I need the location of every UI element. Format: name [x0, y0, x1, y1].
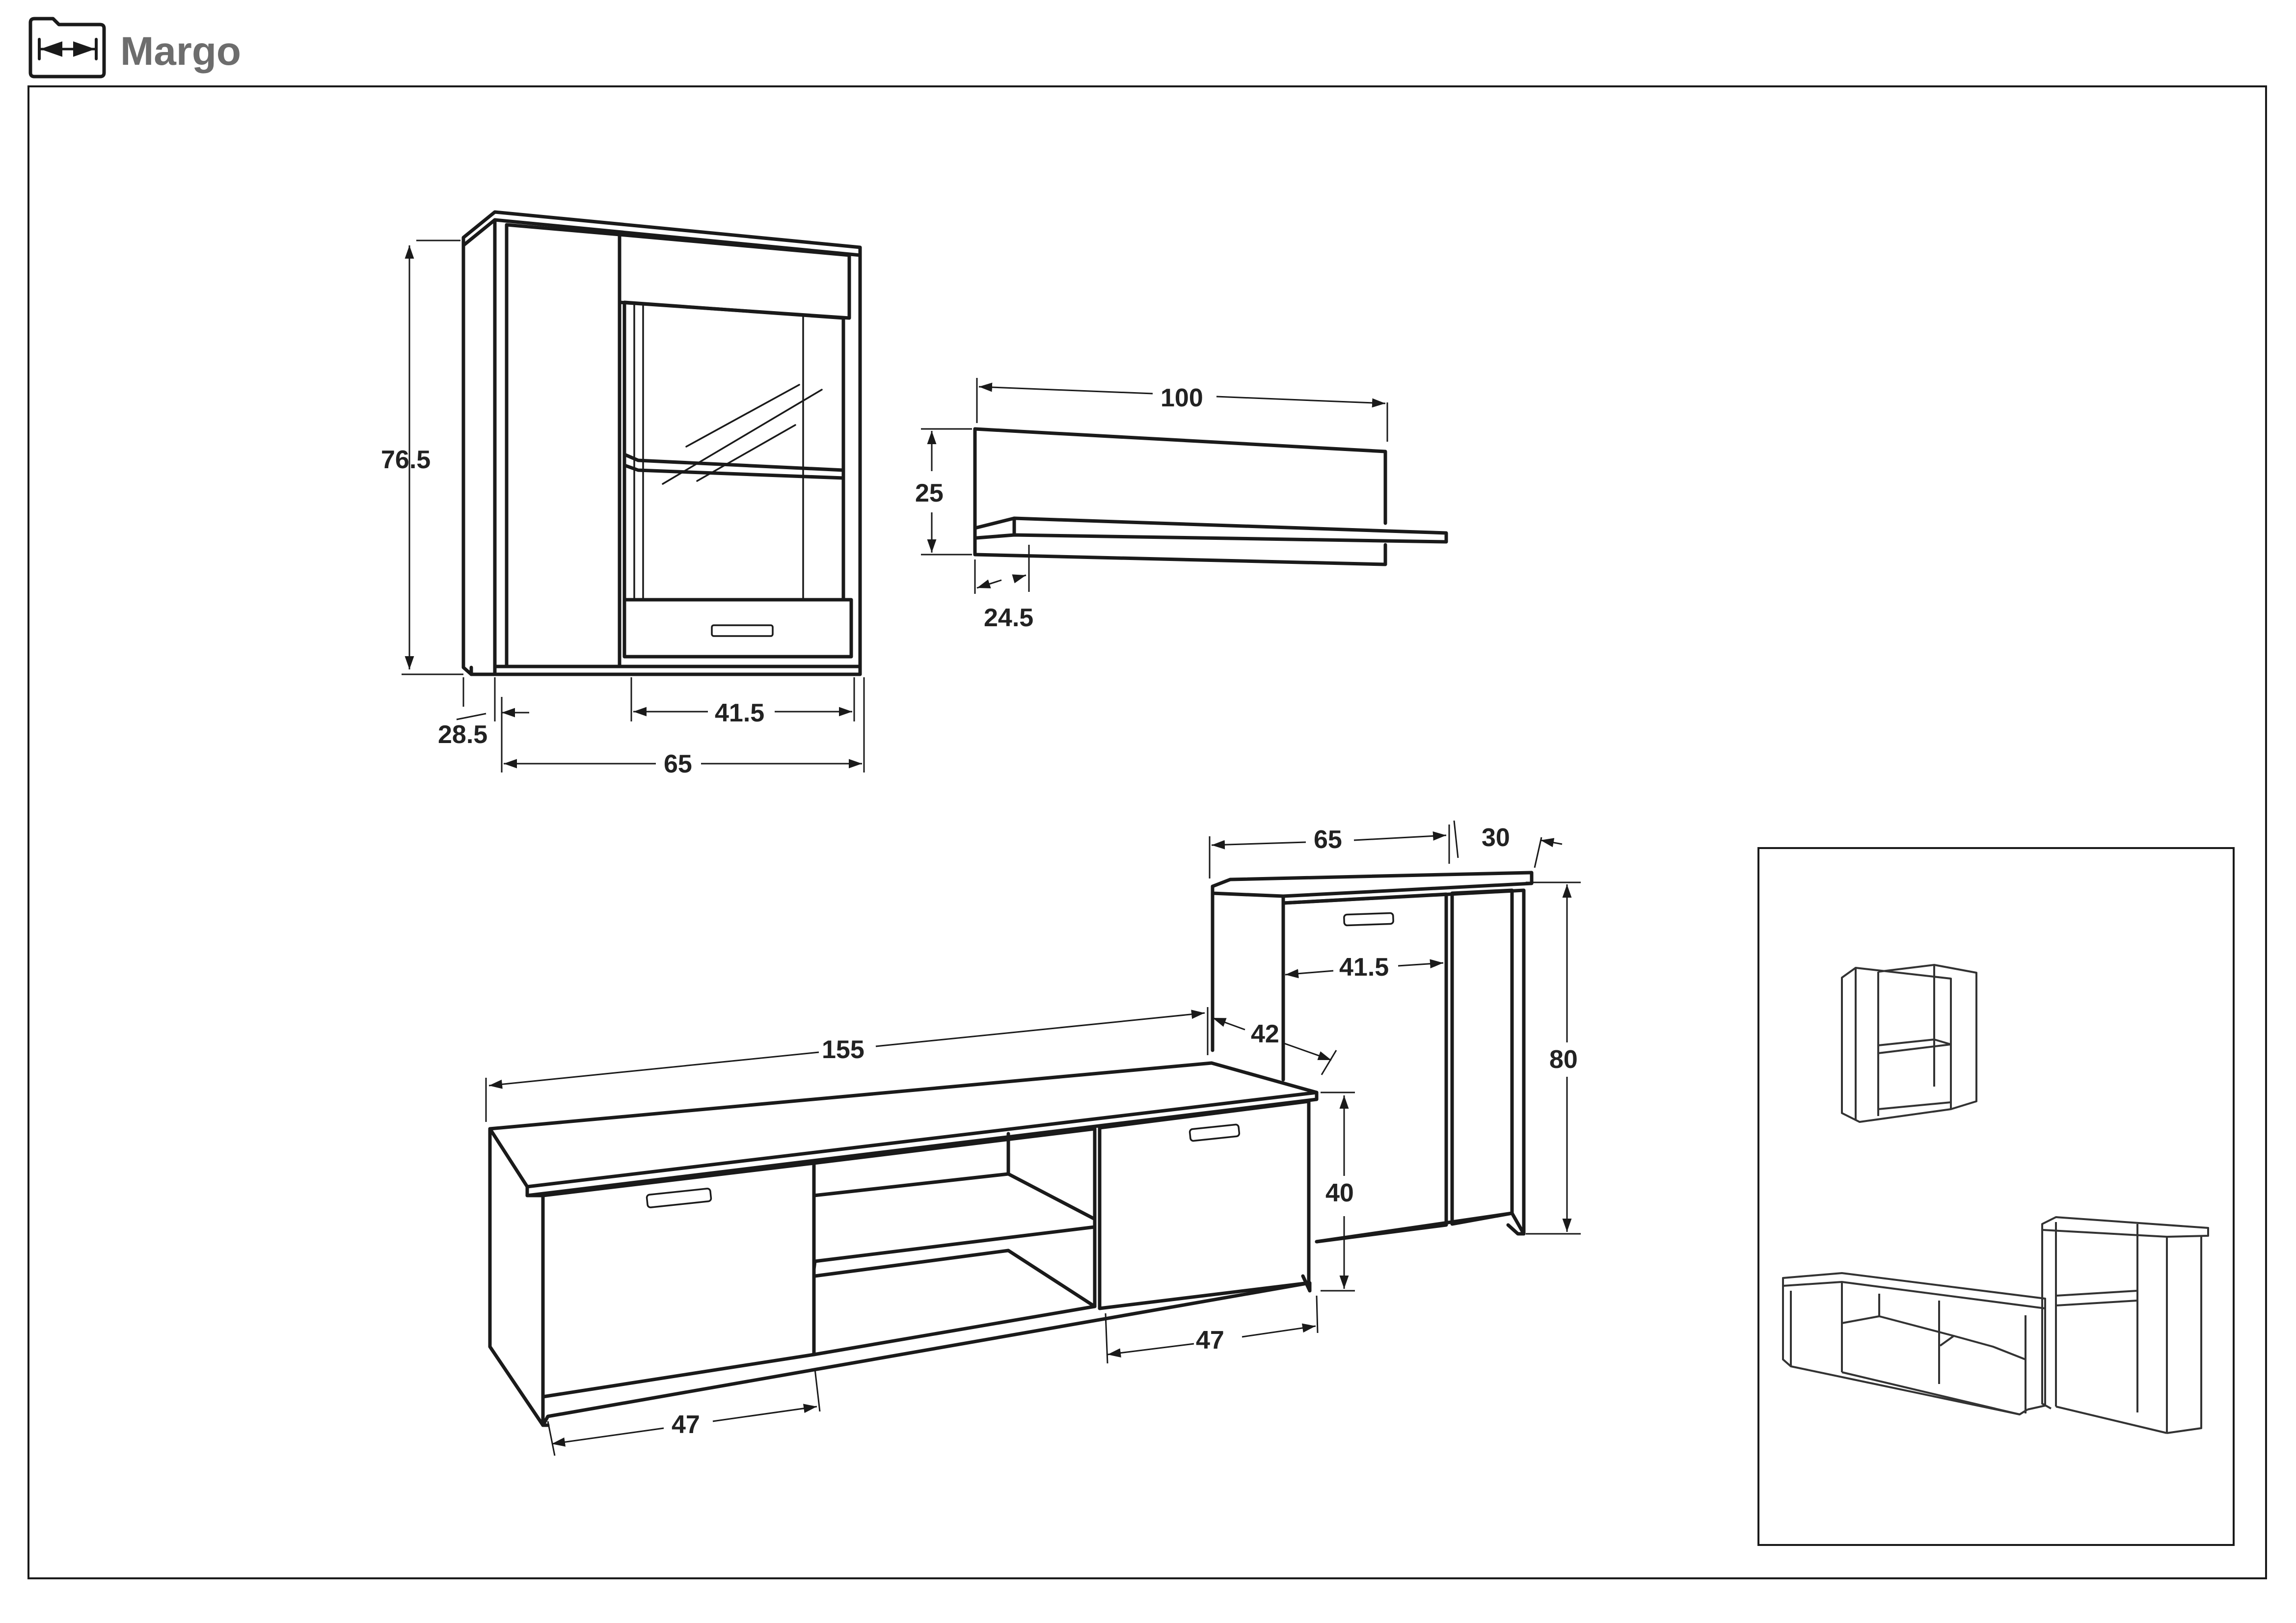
sideboard-height-label: 80 [1549, 1045, 1578, 1074]
tv-unit-width-dimension: 155 [485, 1007, 1209, 1122]
wall-shelf-width-dimension: 100 [976, 378, 1388, 442]
wall-shelf-height-dimension: 25 [915, 428, 972, 556]
tv-unit-right-door-dimension: 47 [1105, 1295, 1319, 1364]
wall-shelf-drawing [973, 427, 1448, 566]
page-title: Margo [120, 29, 241, 74]
wall-cabinet-inner-width-label: 41.5 [715, 699, 764, 727]
sideboard-width-dimension: 65 [1209, 825, 1450, 878]
wall-shelf-depth-label: 24.5 [984, 604, 1033, 632]
wall-shelf-height-label: 25 [915, 479, 944, 507]
preview-wall-cabinet [1841, 964, 1977, 1123]
sideboard-height-dimension: 80 [1526, 881, 1581, 1235]
tv-unit-height-dimension: 40 [1321, 1091, 1355, 1292]
wall-cabinet-inner-width-dimension: 41.5 [630, 677, 855, 727]
wall-cabinet-height-dimension: 76.5 [381, 239, 463, 675]
wall-cabinet-width-label: 65 [664, 750, 692, 778]
tv-unit-left-door-label: 47 [672, 1410, 700, 1439]
sideboard-width-label: 65 [1314, 825, 1342, 854]
tv-unit-depth-dimension: 42 [1212, 1017, 1337, 1075]
tv-unit-height-label: 40 [1325, 1179, 1354, 1207]
dimensions-icon [28, 17, 106, 79]
preview-frame [1757, 847, 2235, 1546]
preview-sideboard [2041, 1216, 2209, 1434]
wall-cabinet-depth-label: 28.5 [438, 720, 487, 749]
wall-shelf-width-label: 100 [1161, 384, 1203, 412]
tv-unit-width-label: 155 [822, 1036, 864, 1064]
tv-unit-drawing [488, 1061, 1319, 1427]
sideboard-depth-dimension: 30 [1453, 820, 1563, 868]
wall-cabinet-drawing [461, 210, 862, 676]
sideboard-drawing [1211, 871, 1534, 1244]
wall-cabinet-width-dimension: 65 [501, 677, 865, 778]
preview-tv-unit [1782, 1272, 2046, 1415]
sideboard-door-width-dimension: 41.5 [1285, 953, 1444, 982]
sideboard-door-width-label: 41.5 [1339, 953, 1389, 982]
sideboard-depth-label: 30 [1482, 824, 1510, 852]
wall-cabinet-depth-dimension: 28.5 [438, 677, 529, 749]
wall-shelf-depth-dimension: 24.5 [974, 545, 1033, 632]
tv-unit-depth-label: 42 [1251, 1020, 1279, 1048]
wall-cabinet-height-label: 76.5 [381, 446, 431, 474]
tv-unit-right-door-label: 47 [1196, 1326, 1224, 1355]
tv-unit-left-door-dimension: 47 [547, 1369, 821, 1456]
drawing-frame [27, 85, 2267, 1579]
